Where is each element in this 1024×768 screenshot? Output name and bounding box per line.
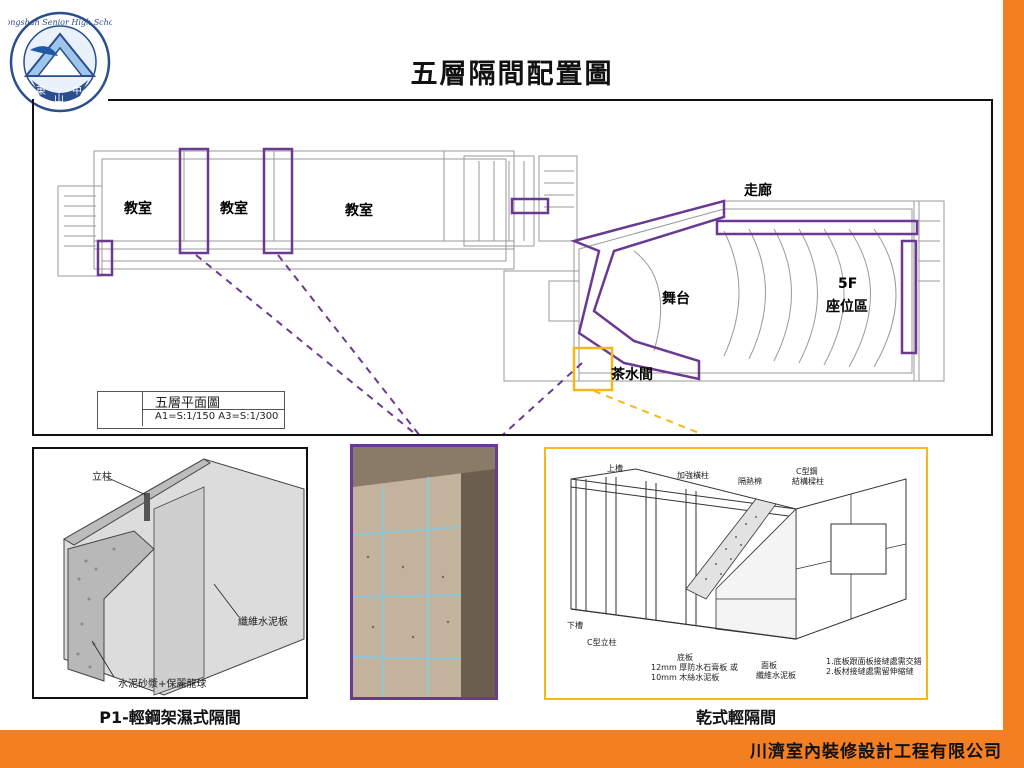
p1-label-mortar: 水泥砂漿+保麗龍球 bbox=[118, 679, 207, 690]
svg-text:中: 中 bbox=[72, 84, 82, 97]
partition-photo bbox=[350, 444, 498, 700]
dry-label-note-2: 2.板材接縫處需留伸縮縫 bbox=[826, 667, 914, 676]
p1-wet-partition-figure bbox=[32, 447, 308, 699]
dry-label-base-spec-2: 10mm 木絲水泥板 bbox=[651, 673, 720, 682]
scale-text: A1=S:1/150 A3=S:1/300 bbox=[155, 411, 279, 422]
scale-legend bbox=[97, 391, 285, 429]
dry-partition-figure bbox=[544, 447, 928, 700]
floor-plan-drawing bbox=[57, 147, 945, 434]
room-label-tea-room: 茶水間 bbox=[611, 367, 653, 383]
dry-label-base-board: 底板 bbox=[677, 653, 693, 662]
company-name: 川濟室內裝修設計工程有限公司 bbox=[750, 742, 1002, 762]
room-label-classroom-1: 教室 bbox=[124, 201, 152, 217]
dry-label-face-board: 面板 bbox=[761, 661, 777, 670]
dry-label-face-board-2: 纖維水泥板 bbox=[756, 671, 796, 680]
page-title: 五層隔間配置圖 bbox=[410, 59, 614, 90]
svg-text:Dongshan Senior High School: Dongshan Senior High School bbox=[8, 18, 112, 27]
dry-label-bottom-track: 下槽 bbox=[567, 621, 583, 630]
dry-label-c-steel-2: 結構樑柱 bbox=[792, 477, 824, 486]
p1-label-column: 立柱 bbox=[92, 472, 112, 483]
room-label-seats-5f: 5F bbox=[838, 276, 858, 292]
dry-caption: 乾式輕隔間 bbox=[695, 708, 776, 727]
dry-label-c-column: C型立柱 bbox=[587, 638, 617, 647]
orange-side-bar bbox=[1003, 0, 1024, 730]
dry-label-insulation: 隔熱棉 bbox=[738, 477, 762, 486]
svg-text:東: 東 bbox=[36, 84, 46, 97]
room-label-classroom-2: 教室 bbox=[220, 201, 248, 217]
dry-label-top-track: 上槽 bbox=[607, 464, 623, 473]
room-label-seats: 座位區 bbox=[826, 299, 868, 315]
p1-label-board: 纖維水泥板 bbox=[238, 617, 288, 628]
room-label-stage: 舞台 bbox=[662, 291, 690, 307]
footer-bar bbox=[0, 730, 1024, 768]
room-label-classroom-3: 教室 bbox=[345, 203, 373, 219]
room-label-corridor: 走廊 bbox=[744, 183, 772, 199]
floor-plan-frame bbox=[32, 99, 993, 436]
plan-top-border bbox=[108, 99, 993, 101]
dry-label-base-spec-1: 12mm 厚防水石膏板 或 bbox=[651, 663, 738, 672]
p1-caption: P1-輕鋼架濕式隔間 bbox=[99, 708, 241, 727]
dry-label-stud: 加強橫柱 bbox=[677, 471, 709, 480]
dry-label-c-steel: C型鋼 bbox=[796, 467, 818, 476]
svg-text:山: 山 bbox=[54, 93, 64, 105]
school-logo: Dongshan Senior High School 東 山 中 bbox=[0, 10, 121, 114]
scale-title: 五層平面圖 bbox=[155, 396, 221, 411]
dry-label-note-1: 1.底板跟面板接縫處需交錯 bbox=[826, 657, 922, 666]
